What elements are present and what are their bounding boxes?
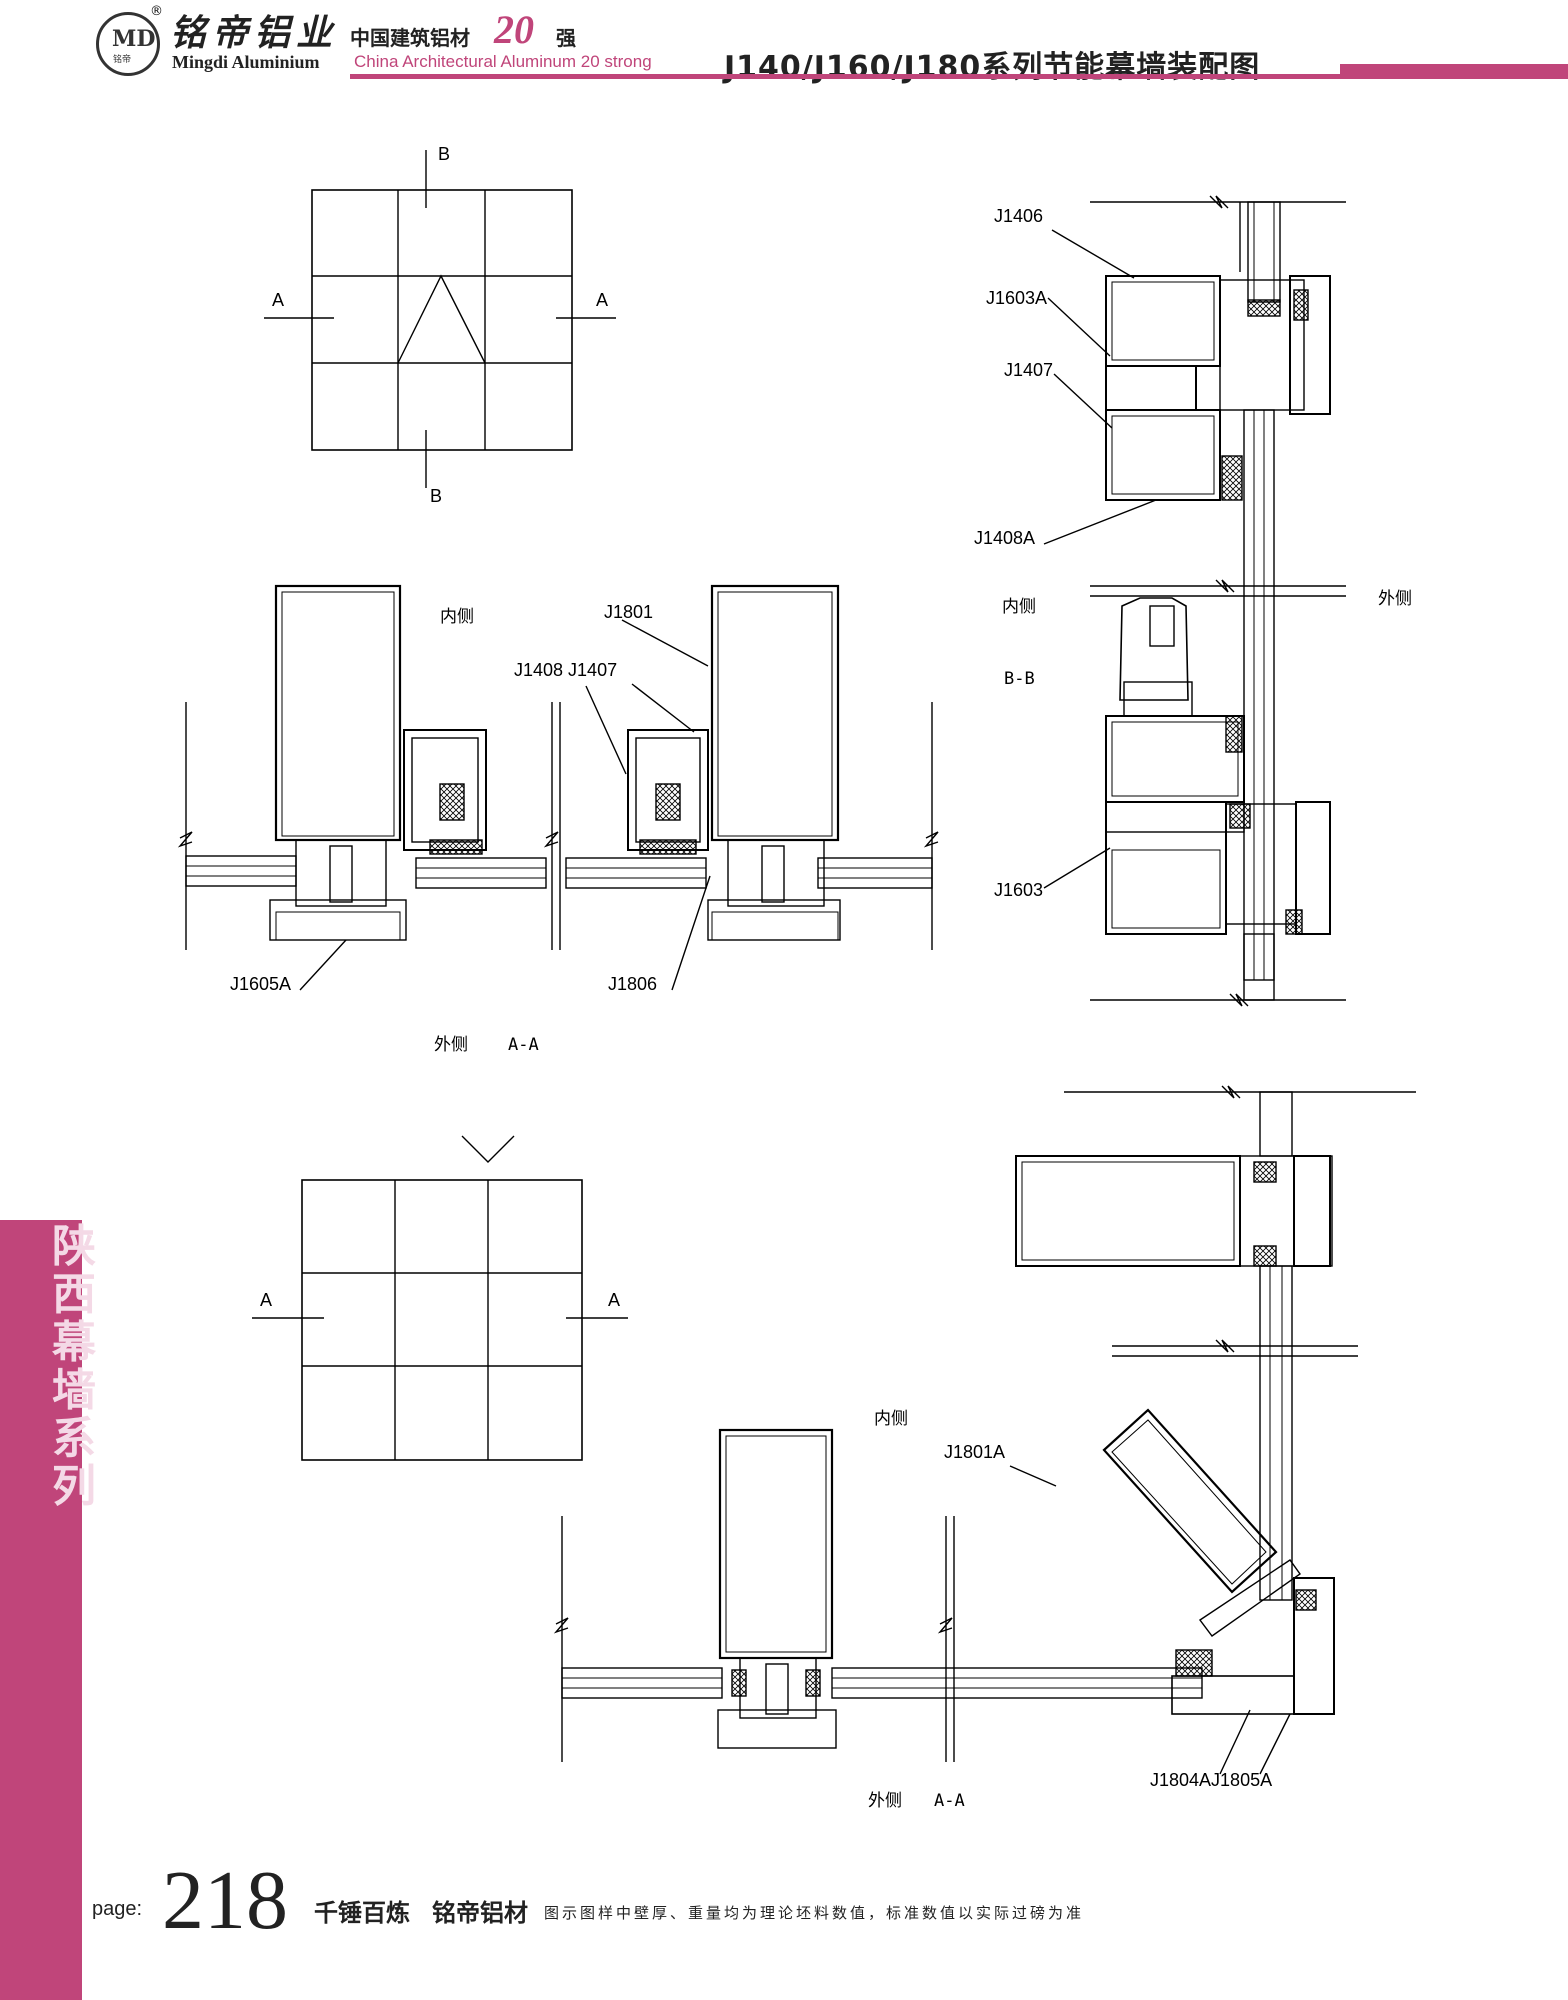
brand-name-en: Mingdi Aluminium <box>172 52 320 72</box>
aa-section-label: A-A <box>508 1035 539 1055</box>
elevation-grid-2 <box>252 1135 628 1461</box>
side-title-char: 系 <box>52 1413 96 1464</box>
side-title-char: 幕 <box>52 1317 96 1368</box>
section-bb <box>1043 195 1346 1007</box>
page-label: page: <box>92 1898 143 1920</box>
side-strip <box>0 1220 82 2000</box>
corner-outside-label: 外侧 <box>868 1791 902 1811</box>
header-accent-bar <box>1340 64 1568 74</box>
side-title-char: 西 <box>52 1269 96 1320</box>
page-number: 218 <box>162 1854 288 1947</box>
side-title-char: 陕 <box>52 1221 96 1272</box>
label-j1804a-j1805a: J1804AJ1805A <box>1150 1770 1272 1790</box>
corner-inside-label: 内侧 <box>874 1409 908 1429</box>
header-divider <box>350 74 1568 79</box>
slogan-en: China Architectural Aluminum 20 strong <box>354 52 652 71</box>
grid2-label-right: A <box>608 1290 620 1310</box>
aa-outside-label: 外侧 <box>434 1035 468 1055</box>
grid1-label-bottom: B <box>430 486 442 506</box>
slogan-number: 20 <box>494 7 534 52</box>
elevation-grid-1 <box>264 150 616 488</box>
label-j1605a: J1605A <box>230 974 291 994</box>
label-bb-j1407: J1407 <box>1004 360 1053 380</box>
label-j1603: J1603 <box>994 880 1043 900</box>
label-j1801: J1801 <box>604 602 653 622</box>
bb-section-label: B-B <box>1004 669 1035 689</box>
brand-name-cn: 铭帝铝业 <box>170 12 339 54</box>
label-j1801a: J1801A <box>944 1442 1005 1462</box>
footer-note: 图示图样中壁厚、重量均为理论坯料数值，标准数值以实际过磅为准 <box>544 1904 1085 1922</box>
section-corner <box>553 1085 1416 1775</box>
label-j1406: J1406 <box>994 206 1043 226</box>
label-j1408a: J1408A <box>974 528 1035 548</box>
registered-mark: ® <box>150 4 163 19</box>
bb-inside-label: 内侧 <box>1002 597 1036 617</box>
label-j1408-j1407: J1408 J1407 <box>514 660 617 680</box>
grid1-label-top: B <box>438 144 450 164</box>
logo-sub-text: 铭帝 <box>113 55 132 65</box>
slogan-cn: 中国建筑铝材 <box>350 26 470 50</box>
footer-brand: 铭帝铝材 <box>432 1898 528 1927</box>
footer-slogan: 千锤百炼 <box>314 1898 410 1927</box>
section-aa-1 <box>177 584 939 991</box>
aa-inside-label: 内侧 <box>440 607 474 627</box>
grid1-label-right: A <box>596 290 608 310</box>
grid1-label-left: A <box>272 290 284 310</box>
page-title: J140/J160/J180系列节能幕墙装配图 <box>724 50 1261 85</box>
side-title-char: 列 <box>52 1461 96 1512</box>
logo-emblem <box>96 12 160 76</box>
logo-mark: MD <box>112 26 156 52</box>
side-title-char: 墙 <box>52 1365 96 1416</box>
slogan-strong: 强 <box>556 26 576 50</box>
label-j1603a: J1603A <box>986 288 1047 308</box>
grid2-label-left: A <box>260 1290 272 1310</box>
corner-section-label: A-A <box>934 1791 965 1811</box>
bb-outside-label: 外侧 <box>1378 589 1412 609</box>
label-j1806: J1806 <box>608 974 657 994</box>
